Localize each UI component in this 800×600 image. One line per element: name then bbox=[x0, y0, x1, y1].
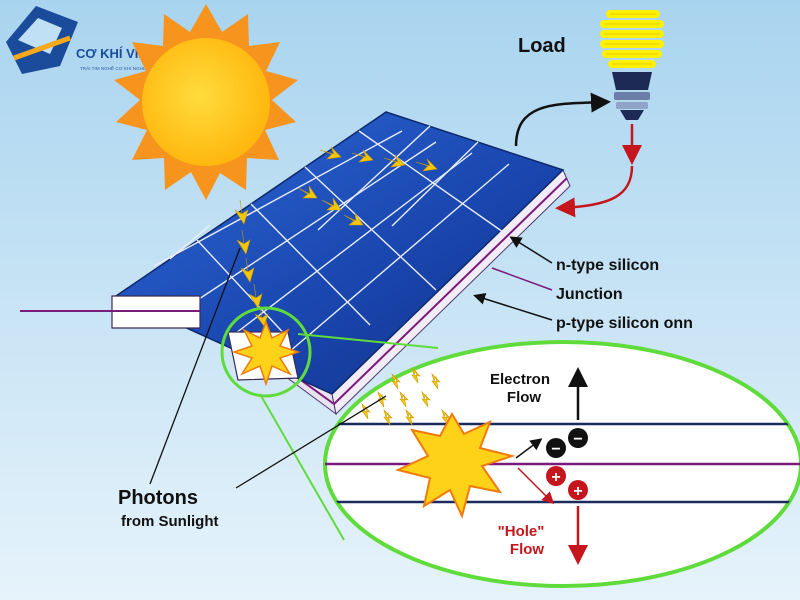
brand-tagline: TRÁI TIM NGHỀ CƠ KHÍ NGHIỆP bbox=[80, 64, 150, 71]
electron-flow-label-line2: Flow bbox=[507, 389, 541, 406]
hole-sign: + bbox=[573, 483, 582, 500]
hole-flow-label-line1: "Hole" bbox=[498, 523, 545, 540]
electron-charge bbox=[568, 428, 588, 448]
bulb-base bbox=[612, 72, 652, 90]
circuit-wire-black bbox=[514, 92, 611, 147]
lens-connector-bottom bbox=[259, 393, 345, 541]
photon-arrow bbox=[415, 158, 438, 172]
electron-sign: − bbox=[551, 441, 560, 458]
p-type-pointer bbox=[473, 292, 553, 321]
junction-pointer bbox=[491, 267, 553, 291]
light-bulb-icon bbox=[600, 10, 664, 120]
electron-diag-arrow bbox=[515, 438, 543, 459]
n-type-label: n-type silicon bbox=[556, 257, 659, 274]
sun-disk bbox=[142, 38, 270, 166]
electron-flow-label-line1: Electron bbox=[490, 371, 550, 388]
panel-cell-grid bbox=[153, 125, 510, 359]
p-type-label: p-type silicon onn bbox=[556, 315, 693, 332]
photon-arrow bbox=[240, 257, 255, 283]
hole-diag-arrow bbox=[517, 467, 555, 505]
n-type-pointer bbox=[509, 236, 553, 264]
circuit-wire-red-return bbox=[555, 165, 634, 218]
hole-flow-label-line2: Flow bbox=[510, 541, 544, 558]
lens-connector-top bbox=[297, 333, 439, 349]
photon-arrow bbox=[321, 197, 342, 211]
photon-arrow bbox=[383, 154, 406, 168]
electron-charge bbox=[546, 438, 566, 458]
zoom-source-ring bbox=[220, 306, 312, 398]
photon-arrow bbox=[343, 212, 364, 226]
photons-pointer-1 bbox=[149, 247, 241, 485]
hole-charge bbox=[546, 466, 566, 486]
photon-arrow bbox=[234, 199, 249, 225]
panel-junction-edge bbox=[333, 177, 568, 405]
photons-label-line2: from Sunlight bbox=[121, 513, 219, 530]
photon-arrow bbox=[236, 229, 251, 255]
photon-impact-large bbox=[395, 411, 516, 519]
electron-sign: − bbox=[573, 431, 582, 448]
junction-label: Junction bbox=[556, 286, 623, 303]
photon-arrows bbox=[234, 146, 438, 327]
photon-impact-small bbox=[231, 319, 301, 387]
photons-label-line1: Photons bbox=[118, 487, 198, 509]
load-label: Load bbox=[518, 35, 566, 57]
sun-icon bbox=[114, 4, 298, 200]
magnified-cross-section: − − + + Electron Flow "Hole" Flow bbox=[323, 340, 800, 588]
hole-charge bbox=[568, 480, 588, 500]
photon-arrow bbox=[319, 146, 342, 160]
photon-arrow bbox=[351, 149, 374, 163]
photon-arrow bbox=[297, 185, 318, 199]
photons-pointer-2 bbox=[235, 395, 387, 489]
hole-sign: + bbox=[551, 469, 560, 486]
brand-logo: CƠ KHÍ VIỆT HÀN TRÁI TIM NGHỀ CƠ KHÍ NGH… bbox=[6, 6, 187, 74]
